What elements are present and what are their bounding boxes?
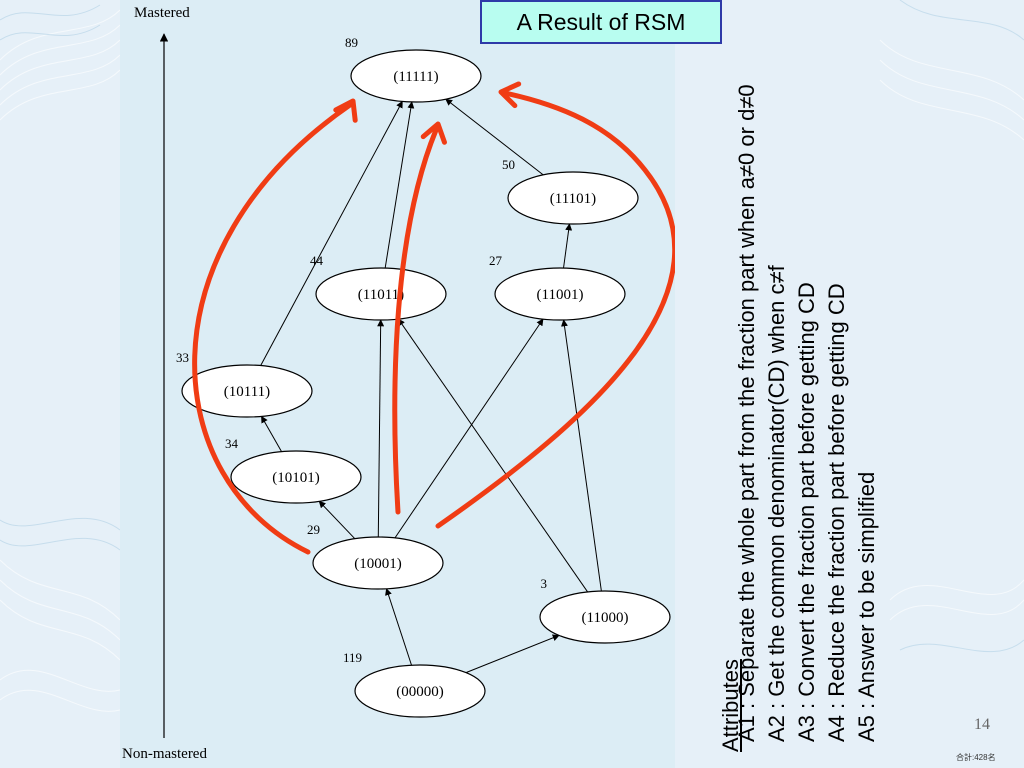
attribute-a1: A1 : Separate the whole part from the fr…: [734, 84, 759, 742]
node-label: (00000): [396, 684, 444, 700]
edge-10111-to-11111: [260, 100, 403, 366]
node-11001: (11001) 27: [489, 253, 626, 321]
node-count: 119: [343, 650, 362, 665]
highlight-arrowhead-center: [420, 121, 447, 145]
node-ellipse: [350, 49, 482, 103]
slide-title: A Result of RSM: [480, 0, 722, 44]
edge-11011-to-11111: [384, 101, 415, 269]
edge-00000-to-10001: [385, 588, 413, 666]
edge-11000-to-11011: [397, 318, 589, 593]
node-count: 33: [176, 350, 189, 365]
highlight-arrowhead-left: [333, 98, 358, 123]
attributes-list: Attributes A1 : Separate the whole part …: [718, 0, 887, 768]
node-count: 3: [541, 576, 548, 591]
node-label: (11000): [582, 610, 629, 626]
node-00000: (00000) 119: [343, 650, 486, 718]
node-count: 44: [310, 253, 324, 268]
node-ellipse: [494, 267, 626, 321]
node-11000: (11000) 3: [539, 576, 671, 644]
nodes-layer: (11111) 89 (11101) 50 (11011) 44 (11001) 27 (101…: [176, 35, 671, 718]
diagram-panel: Mastered Non-mastered (11111) 89 (11101) 50…: [120, 0, 675, 768]
node-10111: (10111) 33: [176, 350, 313, 418]
node-ellipse: [230, 450, 362, 504]
node-ellipse: [312, 536, 444, 590]
node-ellipse: [354, 664, 486, 718]
node-10101: (10101) 34: [225, 436, 362, 504]
node-count: 27: [489, 253, 503, 268]
attribute-a2: A2 : Get the common denominator(CD) when…: [764, 265, 789, 742]
attribute-a4: A4 : Reduce the fraction part before get…: [824, 283, 849, 742]
node-label: (11101): [550, 191, 596, 207]
node-label: (10001): [354, 556, 402, 572]
highlight-arrowhead-right: [498, 81, 522, 109]
highlight-arrow-center: [392, 127, 439, 515]
attribute-a3: A3 : Convert the fraction part before ge…: [794, 282, 819, 742]
node-label: (10111): [224, 384, 270, 400]
node-label: (10101): [272, 470, 320, 486]
highlight-arrow-right: [435, 90, 675, 529]
node-11111: (11111) 89: [345, 35, 482, 103]
node-count: 34: [225, 436, 239, 451]
edge-11001-to-11101: [563, 223, 573, 269]
footer-note: 合計:428名: [956, 753, 996, 762]
highlight-arrow-left: [192, 102, 353, 555]
rsm-hierarchy-diagram: Mastered Non-mastered (11111) 89 (11101) 50…: [122, 5, 675, 762]
node-label: (11001): [537, 287, 584, 303]
edge-10001-to-11001: [394, 318, 544, 539]
axis-top-label: Mastered: [134, 5, 190, 21]
node-label: (11011): [358, 287, 404, 303]
node-count: 89: [345, 35, 358, 50]
node-ellipse: [181, 364, 313, 418]
node-ellipse: [315, 267, 447, 321]
node-ellipse: [539, 590, 671, 644]
edge-11000-to-11001: [561, 319, 602, 592]
edge-10001-to-10101: [318, 500, 356, 540]
edge-00000-to-11000: [465, 634, 560, 674]
node-11101: (11101) 50: [502, 157, 639, 225]
node-label: (11111): [393, 69, 438, 85]
edge-10101-to-10111: [261, 415, 282, 452]
node-11011: (11011) 44: [310, 253, 447, 321]
node-10001: (10001) 29: [307, 522, 444, 590]
node-count: 50: [502, 157, 515, 172]
attribute-a5: A5 : Answer to be simplified: [854, 471, 879, 742]
edge-11101-to-11111: [445, 98, 544, 176]
node-count: 29: [307, 522, 320, 537]
edges-layer: [260, 98, 602, 674]
highlight-arrows-layer: [192, 81, 675, 555]
node-ellipse: [507, 171, 639, 225]
page-number: 14: [974, 716, 990, 733]
axis-bottom-label: Non-mastered: [122, 746, 207, 762]
edge-10001-to-11011: [377, 319, 385, 538]
